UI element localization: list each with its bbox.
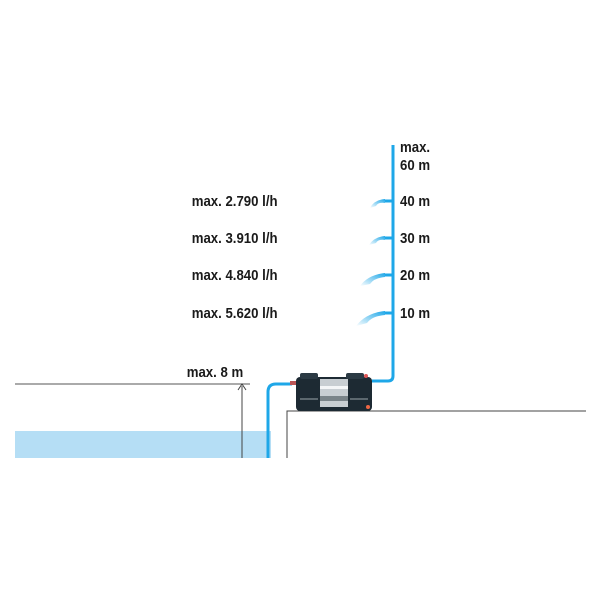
flow-label-20m: max. 4.840 l/h <box>192 267 278 284</box>
pressure-pipe <box>372 145 395 383</box>
pump-icon <box>290 373 372 411</box>
max-head-label-line1: max. <box>400 139 431 156</box>
height-label-20m: 20 m <box>400 267 431 284</box>
outlet-taps <box>385 199 393 315</box>
max-head-label-line2: 60 m <box>400 157 431 174</box>
water-reservoir <box>15 431 271 458</box>
height-label-10m: 10 m <box>400 305 431 322</box>
suction-height-label: max. 8 m <box>186 364 243 381</box>
water-sprays <box>356 199 385 326</box>
height-label-40m: 40 m <box>400 193 431 210</box>
arrow-head-icon <box>237 383 247 391</box>
flow-label-30m: max. 3.910 l/h <box>192 230 278 247</box>
flow-label-10m: max. 5.620 l/h <box>192 305 278 322</box>
height-label-30m: 30 m <box>400 230 431 247</box>
suction-pipe <box>266 382 292 458</box>
ground-outline <box>286 410 586 458</box>
flow-label-40m: max. 2.790 l/h <box>192 193 278 210</box>
